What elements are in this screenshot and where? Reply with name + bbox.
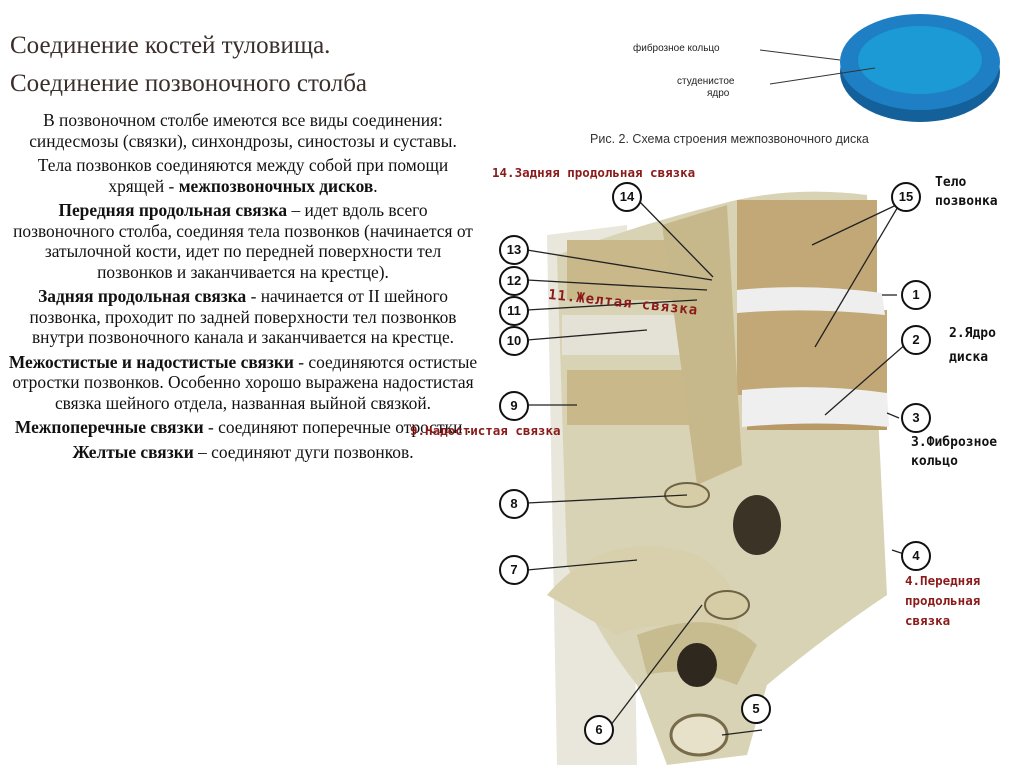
marker-13: 13	[499, 235, 529, 265]
body-text: В позвоночном столбе имеются все виды со…	[8, 110, 478, 466]
label-fibrous-ring: фиброзное кольцо	[633, 43, 720, 54]
paragraph-1: В позвоночном столбе имеются все виды со…	[29, 110, 457, 151]
marker-2: 2	[901, 325, 931, 355]
marker-5: 5	[741, 694, 771, 724]
label-nucleus-1: студенистое	[677, 76, 735, 87]
paragraph-4: Задняя продольная связка - начинается от…	[29, 286, 457, 347]
label-posterior-ligament: 14.Задняя продольная связка	[492, 165, 696, 180]
label-nucleus-2: ядро	[707, 88, 730, 99]
marker-8: 8	[499, 489, 529, 519]
paragraph-5: Межостистые и надостистые связки - соеди…	[8, 351, 478, 413]
paragraph-7: Желтые связки – соединяют дуги позвонков…	[72, 441, 414, 462]
marker-4: 4	[901, 541, 931, 571]
label-anterior-ligament: 4.Передняя продольная связка	[905, 573, 981, 628]
paragraph-2: Тела позвонков соединяются между собой п…	[37, 155, 449, 196]
label-fibrous-ring-spine: 3.Фиброзное кольцо	[911, 435, 998, 469]
disc-illustration	[759, 14, 1000, 122]
marker-1: 1	[901, 280, 931, 310]
marker-15: 15	[891, 182, 921, 212]
label-disc-nucleus: 2.Ядро диска	[949, 326, 996, 365]
paragraph-6: Межпоперечные связки - соединяют попереч…	[14, 417, 472, 437]
disc-figure: фиброзное кольцо студенистое ядро	[585, 10, 1015, 160]
marker-6: 6	[584, 715, 614, 745]
label-supraspinous-ligament: 9.Надостистая связка	[410, 423, 561, 438]
marker-12: 12	[499, 266, 529, 296]
slide-title-line2: Соединение позвоночного столба	[10, 70, 368, 97]
marker-9: 9	[499, 391, 529, 421]
marker-11: 11	[499, 296, 529, 326]
spine-illustration	[526, 191, 910, 765]
marker-14: 14	[612, 182, 642, 212]
marker-7: 7	[499, 555, 529, 585]
marker-10: 10	[499, 326, 529, 356]
spine-figure: 14 15 13 12 11 10 9 8 7 6 5 4 3 2 1 14.З…	[410, 165, 1017, 765]
slide-title-line1: Соединение костей туловища.	[10, 32, 331, 59]
label-vertebral-body: Тело позвонка	[935, 175, 998, 209]
disc-caption: Рис. 2. Схема строения межпозвоночного д…	[590, 132, 869, 146]
paragraph-3: Передняя продольная связка – идет вдоль …	[13, 200, 473, 282]
marker-3: 3	[901, 403, 931, 433]
